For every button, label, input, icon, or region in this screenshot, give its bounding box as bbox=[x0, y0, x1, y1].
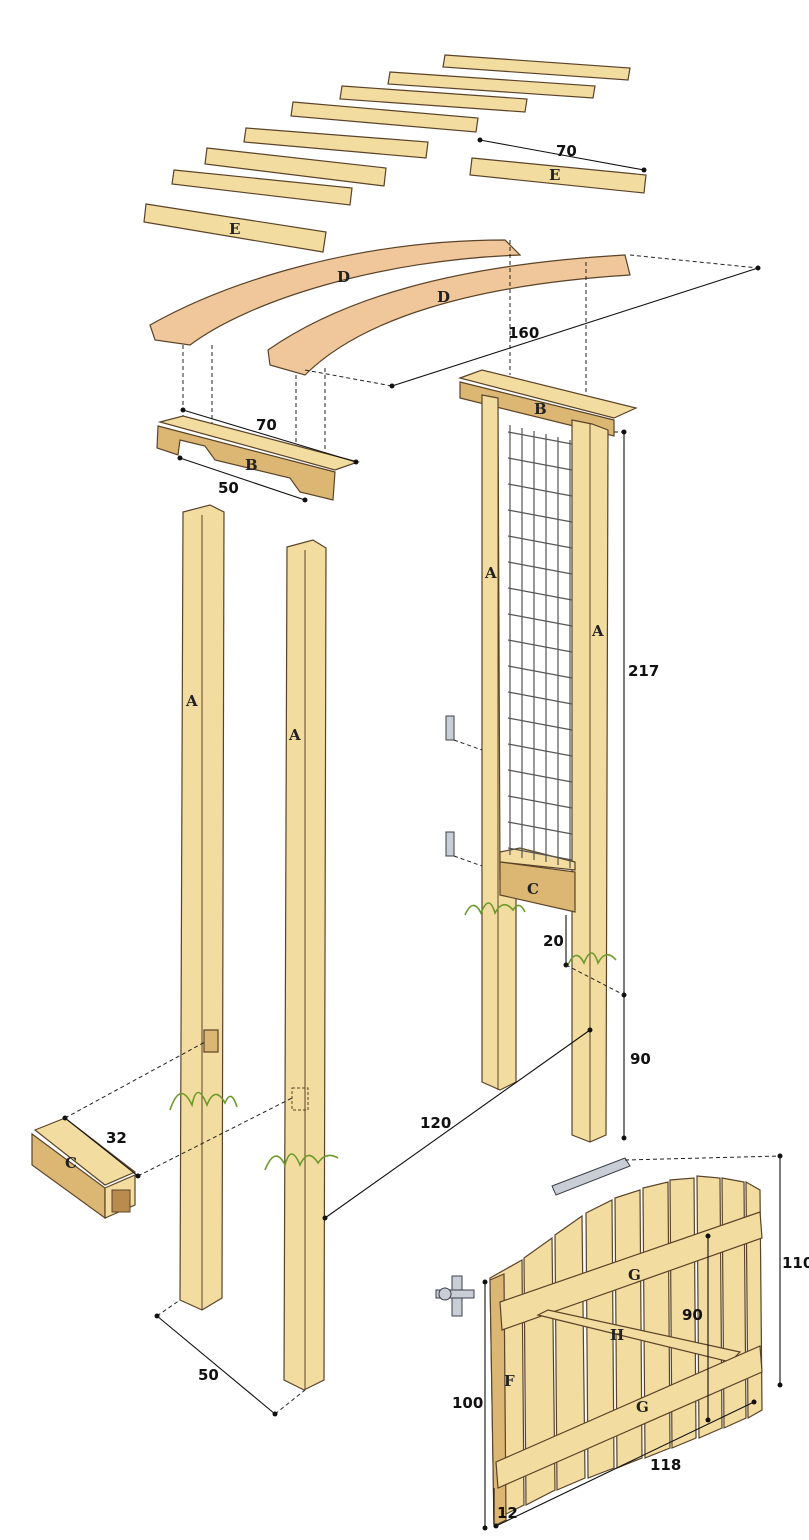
arch-label-d-1: D bbox=[337, 268, 350, 286]
dim-arch-span: 160 bbox=[508, 324, 539, 342]
slat-2 bbox=[387, 71, 596, 99]
dim-gate-bottom-gap: 12 bbox=[497, 1504, 518, 1522]
block-tenon bbox=[111, 1189, 131, 1213]
beam-label-b-right: B bbox=[534, 400, 547, 418]
post-label-a-left-2: A bbox=[288, 726, 301, 744]
slat-6 bbox=[204, 147, 387, 187]
gate-rail-top bbox=[499, 1211, 763, 1331]
post-label-a-left-1: A bbox=[185, 692, 198, 710]
gate-label-g-top: G bbox=[628, 1266, 641, 1284]
dim-beam-width: 50 bbox=[218, 479, 239, 497]
right-trellis-frame: B C A A bbox=[457, 369, 638, 1143]
arch-span-dimension: 160 bbox=[304, 254, 761, 389]
dim-gate-height-right: 110 bbox=[782, 1254, 809, 1272]
grass-left-1 bbox=[169, 1091, 238, 1111]
block-top bbox=[33, 1117, 137, 1186]
slat-1 bbox=[442, 54, 631, 81]
beam-right-top bbox=[457, 369, 638, 419]
arch-2 bbox=[267, 254, 631, 376]
trellis-wire-grid bbox=[507, 425, 573, 868]
dim-post-spacing: 120 bbox=[420, 1114, 451, 1132]
crossbar-c-front bbox=[499, 861, 576, 913]
gate-label-f: F bbox=[504, 1372, 515, 1390]
hinge-lower-icon bbox=[445, 831, 455, 857]
beam-dimensions: 70 50 bbox=[177, 407, 359, 503]
beam-left: B bbox=[156, 415, 361, 501]
dim-gate-brace-height: 90 bbox=[682, 1306, 703, 1324]
arches: D D bbox=[149, 239, 631, 376]
beam-left-front bbox=[156, 425, 336, 501]
slat-5 bbox=[243, 127, 429, 159]
block-c-left: C bbox=[31, 1117, 137, 1220]
trellis-dimensions: 217 20 90 bbox=[543, 429, 659, 1141]
beam-label-b-left: B bbox=[245, 456, 258, 474]
dim-gate-height-left: 100 bbox=[452, 1394, 483, 1412]
grass-right-2 bbox=[567, 952, 617, 966]
dim-slat-length: 70 bbox=[556, 142, 577, 160]
post-label-a-right-1: A bbox=[484, 564, 497, 582]
gate-brace-h bbox=[536, 1309, 742, 1363]
post-mortise-right bbox=[291, 1087, 309, 1111]
post-spacing-dimension: 120 bbox=[322, 1027, 593, 1221]
slat-3 bbox=[339, 85, 528, 113]
dim-trellis-gap: 20 bbox=[543, 932, 564, 950]
gate-label-h: H bbox=[610, 1326, 624, 1344]
post-right-1 bbox=[481, 394, 517, 1091]
hinge-upper-icon bbox=[445, 715, 455, 741]
slat-length-dimension: 70 bbox=[477, 137, 647, 173]
block-label-c: C bbox=[65, 1154, 77, 1172]
crossbar-label-c: C bbox=[527, 880, 539, 898]
gate-label-g-bottom: G bbox=[636, 1398, 649, 1416]
dim-gate-width: 118 bbox=[650, 1456, 681, 1474]
slat-4 bbox=[290, 101, 479, 133]
gate-dimensions: 110 90 100 118 12 bbox=[452, 1153, 809, 1531]
top-slats: E E bbox=[143, 54, 647, 253]
dim-beam-length: 70 bbox=[256, 416, 277, 434]
arch-1 bbox=[149, 239, 522, 346]
dim-post-height: 217 bbox=[628, 662, 659, 680]
base-width-dimension: 50 bbox=[154, 1299, 306, 1417]
arch-label-d-2: D bbox=[437, 288, 450, 306]
dim-base-width: 50 bbox=[198, 1366, 219, 1384]
grass-right-1 bbox=[464, 902, 526, 916]
grass-left-2 bbox=[264, 1153, 339, 1171]
gate-strap-hinge-icon bbox=[551, 1157, 631, 1196]
gate: F G H G bbox=[435, 1157, 763, 1527]
dim-block-length: 32 bbox=[106, 1129, 127, 1147]
slat-7 bbox=[171, 169, 353, 206]
post-mortise-left bbox=[203, 1029, 219, 1053]
block-dimension: 32 bbox=[62, 1041, 293, 1179]
post-label-a-right-2: A bbox=[591, 622, 604, 640]
slat-label-e-right: E bbox=[549, 166, 560, 184]
slat-8 bbox=[143, 203, 327, 253]
crossbar-c-top bbox=[499, 847, 576, 871]
left-posts: A A bbox=[169, 504, 339, 1391]
gate-latch-icon bbox=[435, 1275, 475, 1317]
gate-rail-bottom bbox=[495, 1345, 763, 1489]
trellis-hinges bbox=[445, 715, 483, 867]
dim-post-depth: 90 bbox=[630, 1050, 651, 1068]
slat-9 bbox=[469, 157, 647, 194]
slat-label-e-left: E bbox=[229, 220, 240, 238]
